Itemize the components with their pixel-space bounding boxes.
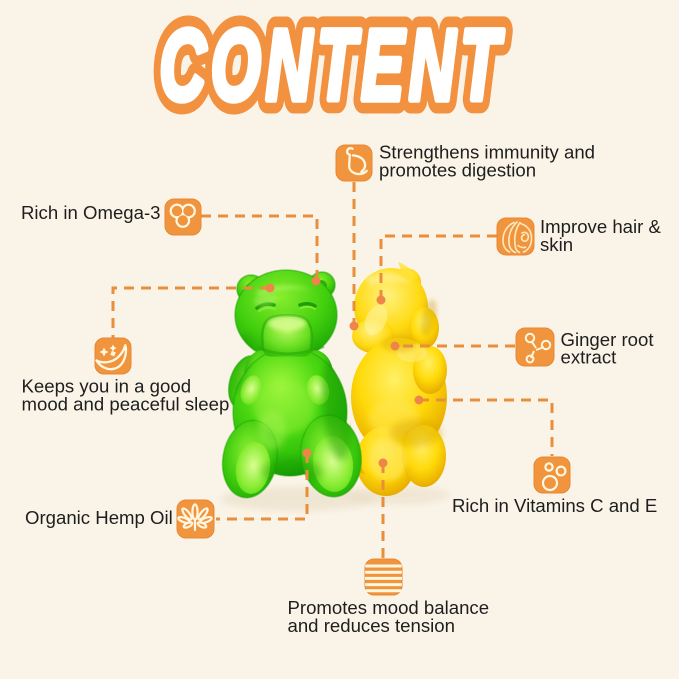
- svg-text:promotes digestion: promotes digestion: [379, 160, 536, 181]
- svg-text:Rich in Vitamins C and E: Rich in Vitamins C and E: [452, 495, 657, 516]
- svg-text:Promotes mood balance: Promotes mood balance: [288, 597, 490, 618]
- svg-text:CONTENT: CONTENT: [160, 10, 505, 122]
- svg-text:Rich in Omega-3: Rich in Omega-3: [21, 202, 161, 223]
- svg-text:Improve hair &: Improve hair &: [540, 216, 662, 237]
- svg-text:Strengthens immunity and: Strengthens immunity and: [379, 142, 595, 163]
- svg-text:CONTENT: CONTENT: [160, 10, 505, 122]
- svg-text:Ginger root: Ginger root: [561, 329, 655, 350]
- svg-text:Organic Hemp Oil: Organic Hemp Oil: [25, 507, 173, 528]
- svg-text:extract: extract: [561, 346, 618, 367]
- svg-text:mood and peaceful sleep: mood and peaceful sleep: [22, 394, 230, 415]
- svg-text:Keeps you in a good: Keeps you in a good: [22, 376, 192, 397]
- svg-text:and reduces tension: and reduces tension: [288, 615, 455, 636]
- svg-text:skin: skin: [540, 234, 573, 255]
